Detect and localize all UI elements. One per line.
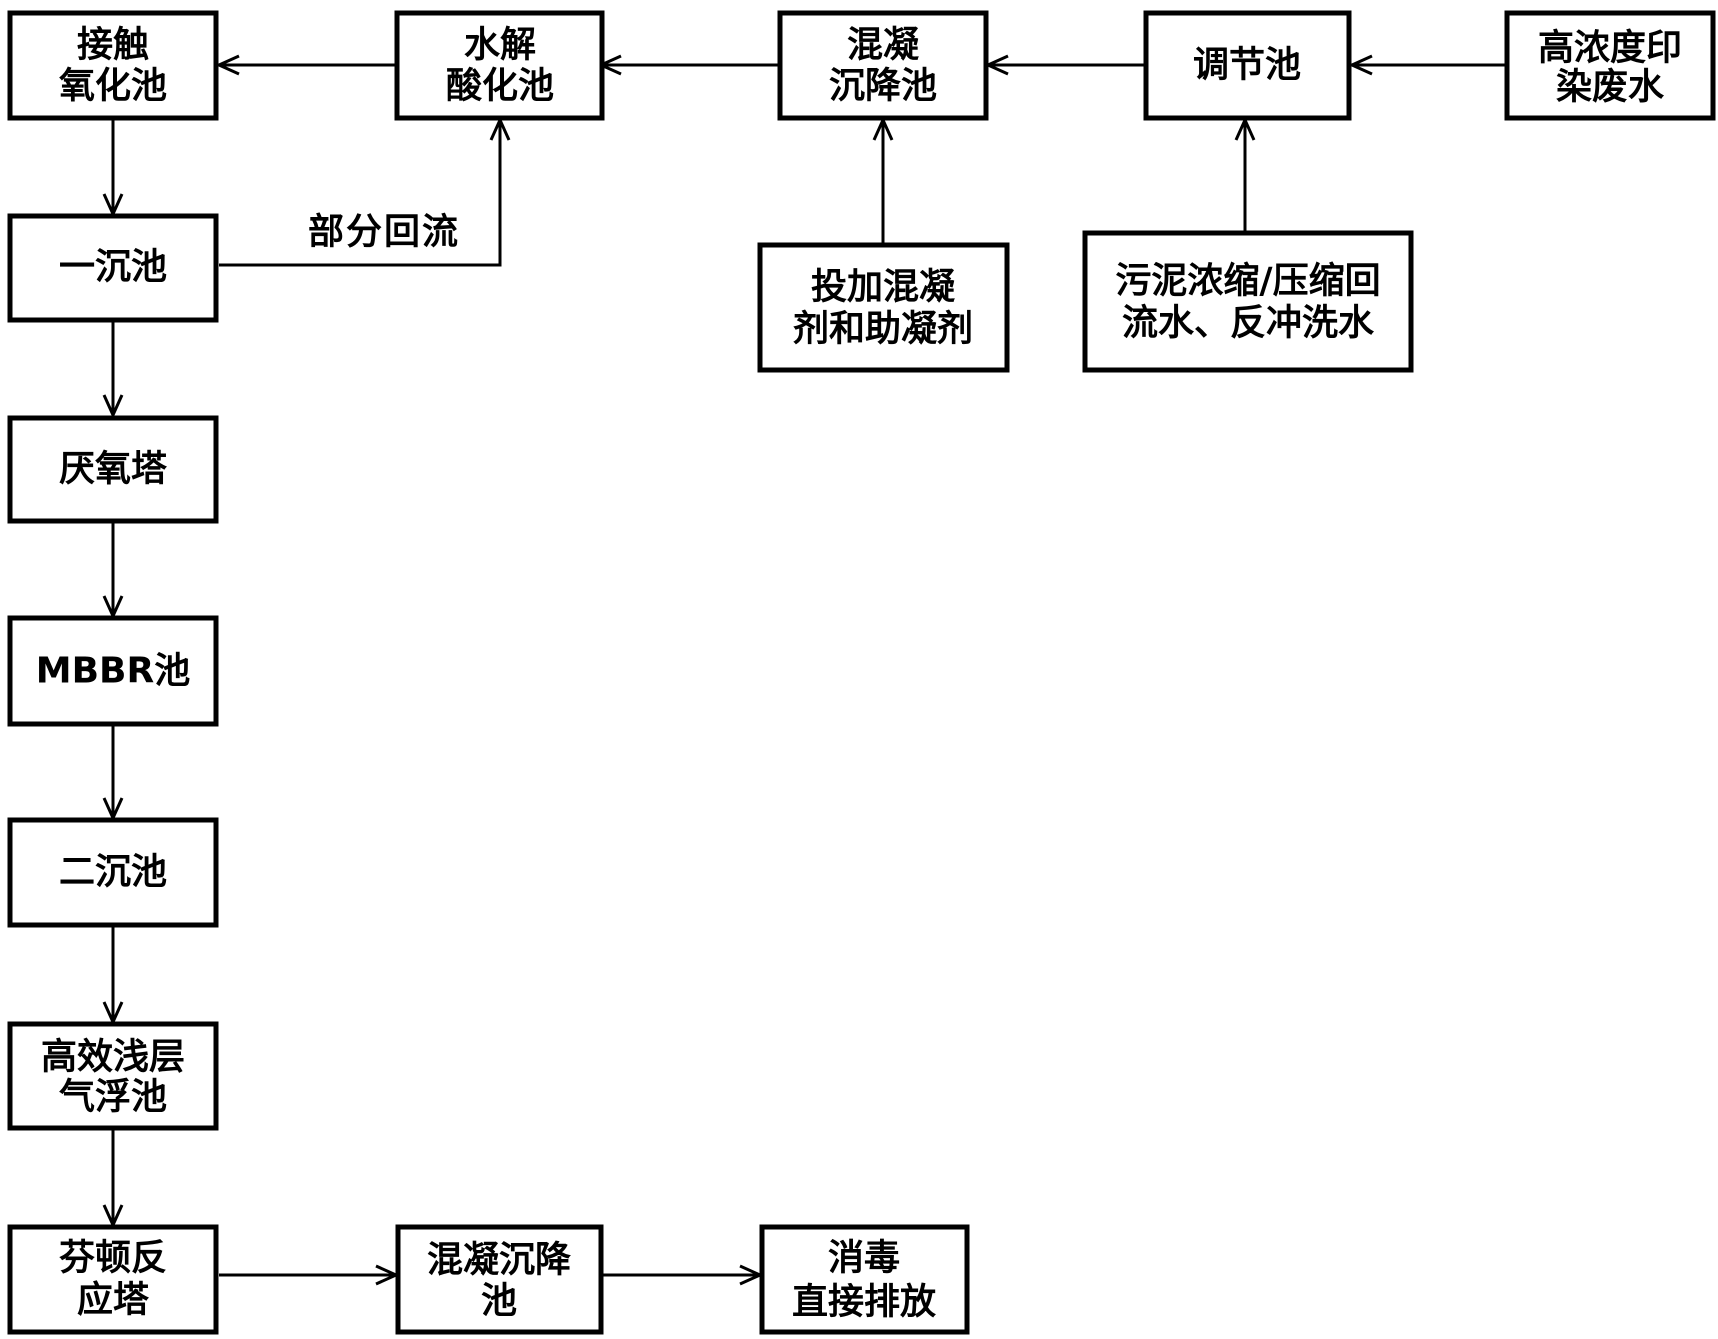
node-coag-settling-tank-2: 混凝沉降 池 bbox=[395, 1224, 604, 1335]
node-high-conc-wastewater: 高浓度印 染废水 bbox=[1504, 10, 1716, 121]
node-disinfection-discharge: 消毒 直接排放 bbox=[759, 1224, 970, 1335]
arrow-partial-reflux bbox=[219, 120, 500, 267]
node-contact-oxidation-tank: 接触 氧化池 bbox=[7, 10, 219, 121]
node-label-line: 水解 bbox=[464, 25, 536, 66]
node-sludge-backwash-water: 污泥浓缩/压缩回 流水、反冲洗水 bbox=[1082, 230, 1414, 373]
node-secondary-settling-tank: 二沉池 bbox=[7, 817, 219, 928]
node-label-line: 二沉池 bbox=[59, 852, 167, 893]
node-label-line: 混凝 bbox=[847, 25, 919, 66]
node-label-line: 高浓度印 bbox=[1538, 28, 1682, 69]
node-regulating-tank: 调节池 bbox=[1143, 10, 1352, 121]
node-label-line: 剂和助凝剂 bbox=[793, 309, 973, 350]
node-fenton-tower: 芬顿反 应塔 bbox=[7, 1224, 219, 1335]
node-label-line: 染废水 bbox=[1556, 67, 1665, 108]
node-label-line: 投加混凝 bbox=[811, 267, 955, 308]
node-label-line: 接触 bbox=[77, 25, 149, 66]
node-label-line: MBBR池 bbox=[36, 651, 190, 692]
node-primary-settling-tank: 一沉池 bbox=[7, 213, 219, 323]
node-label-line: 污泥浓缩/压缩回 bbox=[1115, 261, 1380, 302]
nodes: 高浓度印 染废水 调节池 混凝 沉降池 水解 酸化池 接触 氧化池 一沉池 bbox=[7, 10, 1716, 1335]
node-label-line: 芬顿反 bbox=[59, 1238, 167, 1279]
node-label-line: 高效浅层 bbox=[41, 1037, 185, 1078]
edges bbox=[113, 65, 1505, 1275]
node-label-line: 消毒 bbox=[828, 1238, 900, 1279]
node-air-flotation-tank: 高效浅层 气浮池 bbox=[7, 1021, 219, 1131]
node-mbbr-tank: MBBR池 bbox=[7, 615, 219, 727]
node-label-line: 沉降池 bbox=[829, 66, 937, 107]
node-label-line: 一沉池 bbox=[59, 247, 167, 288]
node-hydrolysis-acidification-tank: 水解 酸化池 bbox=[394, 10, 605, 121]
node-label-line: 厌氧塔 bbox=[59, 449, 168, 490]
node-label-line: 池 bbox=[481, 1281, 517, 1322]
node-label-line: 直接排放 bbox=[792, 1282, 936, 1323]
node-anaerobic-tower: 厌氧塔 bbox=[7, 415, 219, 524]
node-coagulant-dosing: 投加混凝 剂和助凝剂 bbox=[757, 242, 1010, 373]
node-label-line: 应塔 bbox=[77, 1280, 150, 1321]
node-label-line: 氧化池 bbox=[59, 66, 167, 107]
node-label-line: 流水、反冲洗水 bbox=[1122, 303, 1375, 344]
node-label-line: 混凝沉降 bbox=[427, 1240, 571, 1281]
node-label-line: 酸化池 bbox=[446, 66, 554, 107]
node-label-line: 气浮池 bbox=[59, 1077, 167, 1118]
partial-reflux-label: 部分回流 bbox=[308, 212, 460, 253]
node-label-line: 调节池 bbox=[1193, 45, 1301, 86]
node-coag-settling-tank-1: 混凝 沉降池 bbox=[777, 10, 989, 121]
